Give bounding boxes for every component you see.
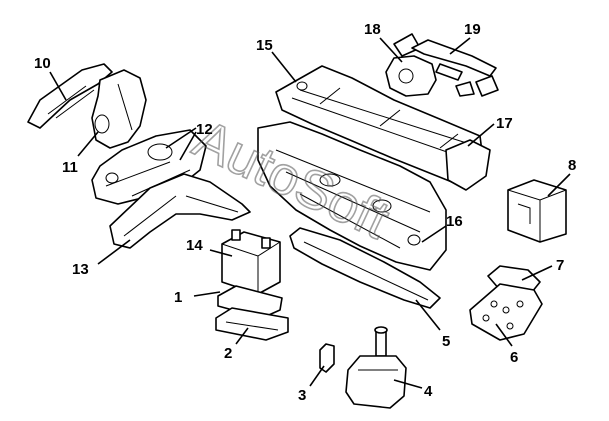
callout-12: 12	[196, 121, 213, 138]
callout-6: 6	[510, 349, 518, 366]
callout-19: 19	[464, 21, 481, 38]
part-bracket	[319, 343, 335, 373]
part-cross-member	[289, 227, 441, 309]
callout-7: 7	[556, 257, 564, 274]
part-wiper-motor	[385, 33, 437, 97]
callout-10: 10	[34, 55, 51, 72]
part-wiper-linkage	[411, 39, 499, 97]
callout-3: 3	[298, 387, 306, 404]
callout-labels: 1 2 3 4 5 6 7 8 10 11 12 13 14 15 16 17 …	[34, 21, 576, 404]
part-battery-box	[507, 179, 567, 243]
part-battery	[221, 229, 281, 295]
callout-4: 4	[424, 383, 433, 400]
callout-15: 15	[256, 37, 273, 54]
callout-18: 18	[364, 21, 381, 38]
callout-11: 11	[62, 159, 78, 176]
part-tray-base	[215, 307, 289, 341]
part-cowl-side	[445, 139, 491, 191]
callout-14: 14	[186, 237, 203, 254]
callout-2: 2	[224, 345, 232, 362]
part-washer-reservoir	[345, 326, 407, 409]
callout-5: 5	[442, 333, 450, 350]
callout-1: 1	[174, 289, 182, 306]
part-side-member	[109, 173, 251, 249]
callout-8: 8	[568, 157, 576, 174]
part-fender-apron	[27, 63, 147, 149]
callout-16: 16	[446, 213, 463, 230]
part-dash-panel	[257, 121, 447, 271]
callout-13: 13	[72, 261, 89, 278]
callout-17: 17	[496, 115, 513, 132]
leader-lines	[49, 37, 571, 389]
part-relay-box	[469, 283, 543, 341]
